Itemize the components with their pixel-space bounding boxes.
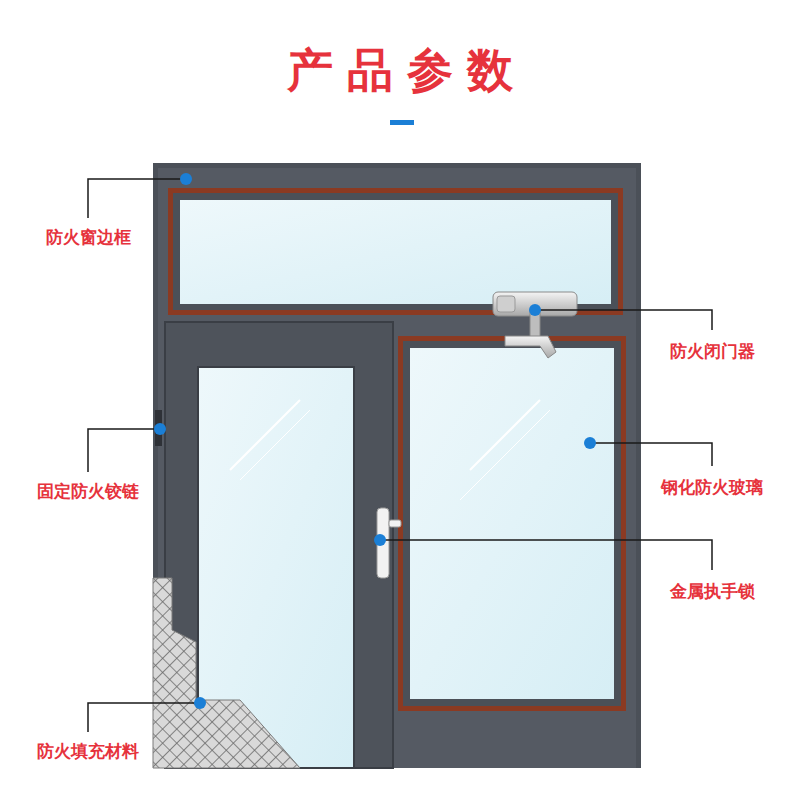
page-title: 产品参数 [287, 40, 527, 102]
part-label: 钢化防火玻璃 [661, 476, 763, 499]
part-label: 防火填充材料 [37, 740, 139, 763]
part-label: 固定防火铰链 [37, 480, 139, 503]
part-label: 金属执手锁 [670, 580, 755, 603]
part-label: 防火闭门器 [670, 340, 755, 363]
part-label: 防火窗边框 [46, 226, 131, 249]
